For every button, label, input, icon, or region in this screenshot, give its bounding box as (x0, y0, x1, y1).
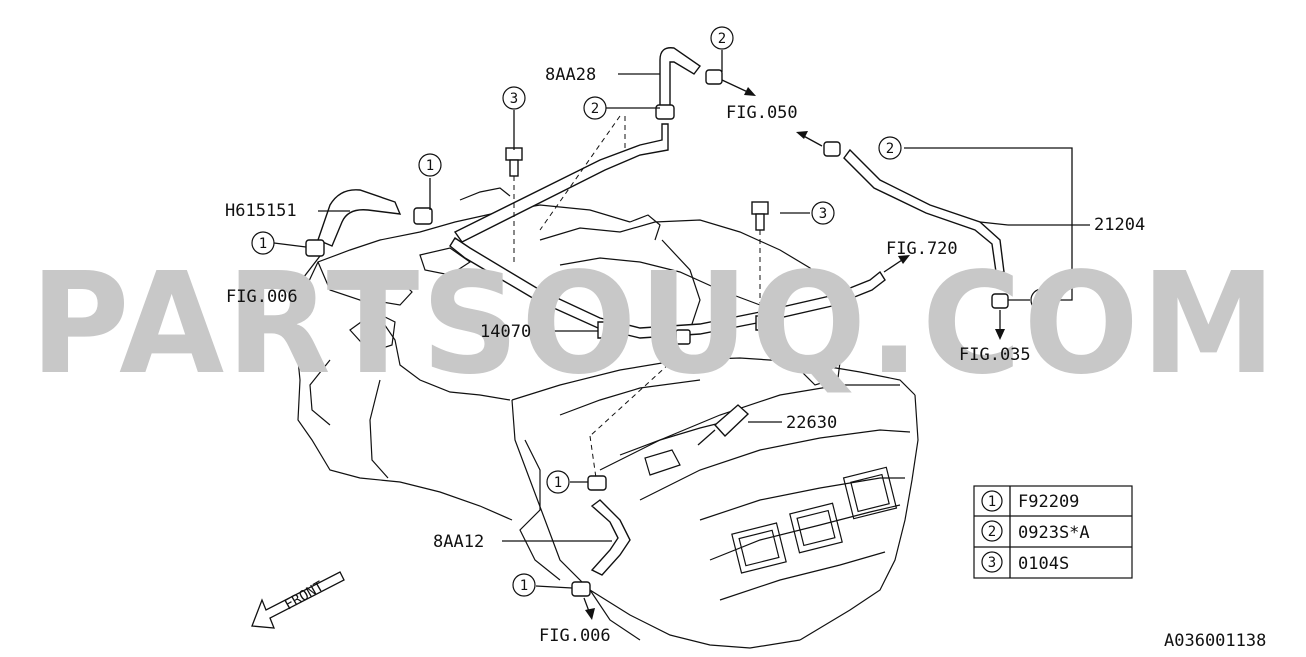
label-8aa28: 8AA28 (545, 65, 596, 85)
clamp (823, 141, 841, 157)
hose-8aa12 (590, 499, 631, 576)
legend-row-3: 3 0104S (981, 551, 1069, 574)
fig-ref-035[interactable]: FIG.035 (959, 345, 1031, 365)
clamp (655, 104, 675, 120)
legend-part-1: F92209 (1018, 492, 1079, 512)
hose-set (305, 47, 1009, 597)
clamp (991, 293, 1009, 309)
callout-1-8aa12-bottom: 1 (512, 573, 536, 597)
part-labels: 8AA28 H615151 21204 14070 22630 8AA12 (225, 65, 1145, 552)
svg-text:2: 2 (988, 524, 996, 540)
callout-2-8aa28: 2 (583, 96, 607, 120)
svg-text:3: 3 (819, 206, 827, 222)
svg-text:1: 1 (259, 236, 267, 252)
dashed-references (513, 115, 761, 479)
fig-ref-006-top[interactable]: FIG.006 (226, 287, 298, 307)
label-14070: 14070 (480, 322, 531, 342)
callout-1-h615151: 1 (251, 231, 275, 255)
label-8aa12: 8AA12 (433, 532, 484, 552)
svg-text:1: 1 (426, 158, 434, 174)
legend-row-2: 2 0923S*A (981, 520, 1090, 543)
fig-ref-006-bottom[interactable]: FIG.006 (539, 626, 611, 646)
hose-8aa28 (659, 47, 701, 111)
sensor-22630 (714, 404, 750, 438)
label-h615151: H615151 (225, 201, 297, 221)
bolt-right (751, 201, 769, 231)
legend-table: 1 F92209 2 0923S*A 3 0104S (973, 485, 1133, 579)
legend-part-2: 0923S*A (1018, 523, 1090, 543)
svg-text:3: 3 (988, 555, 996, 571)
fig-ref-050[interactable]: FIG.050 (726, 103, 798, 123)
svg-text:2: 2 (886, 141, 894, 157)
bracket (755, 315, 773, 331)
callout-2-21204-top: 2 (878, 136, 902, 160)
bolt-left (505, 147, 523, 177)
callout-1-left-hose: 1 (418, 153, 442, 177)
svg-text:1: 1 (988, 494, 996, 510)
figure-references: FIG.050 FIG.720 FIG.006 FIG.035 FIG.006 (226, 103, 1031, 646)
svg-text:1: 1 (554, 475, 562, 491)
clamp (675, 329, 691, 345)
label-21204: 21204 (1094, 215, 1145, 235)
callout-3-right-bolt: 3 (811, 201, 835, 225)
breather-pipe (453, 123, 669, 243)
callout-1-8aa12-top: 1 (546, 470, 570, 494)
watermark: PARTSOUQ.COM (30, 243, 1278, 406)
svg-text:2: 2 (1038, 293, 1046, 309)
svg-text:3: 3 (510, 91, 518, 107)
clamp (705, 69, 723, 85)
engine-outline (294, 187, 919, 649)
label-22630: 22630 (786, 413, 837, 433)
leader-lines (273, 50, 1090, 620)
clamp (305, 239, 325, 257)
clamp (571, 581, 591, 597)
callout-2-21204-bottom: 2 (1030, 288, 1054, 312)
svg-text:2: 2 (718, 31, 726, 47)
front-indicator: FRONT (251, 571, 345, 629)
hose-h615151 (317, 189, 402, 247)
front-label: FRONT (282, 578, 327, 613)
svg-text:2: 2 (591, 101, 599, 117)
callout-2-top: 2 (710, 26, 734, 50)
callout-3-left-bolt: 3 (502, 86, 526, 110)
legend-part-3: 0104S (1018, 554, 1069, 574)
svg-text:1: 1 (520, 578, 528, 594)
bracket (597, 321, 615, 339)
legend-row-1: 1 F92209 (981, 490, 1079, 512)
callout-circles: 1 1 2 2 3 2 3 2 (251, 26, 1054, 597)
diagram-code: A036001138 (1164, 631, 1266, 651)
hose-21204 (843, 148, 1005, 273)
clamp (413, 207, 433, 225)
fig-ref-720[interactable]: FIG.720 (886, 239, 958, 259)
clamp (587, 475, 607, 491)
